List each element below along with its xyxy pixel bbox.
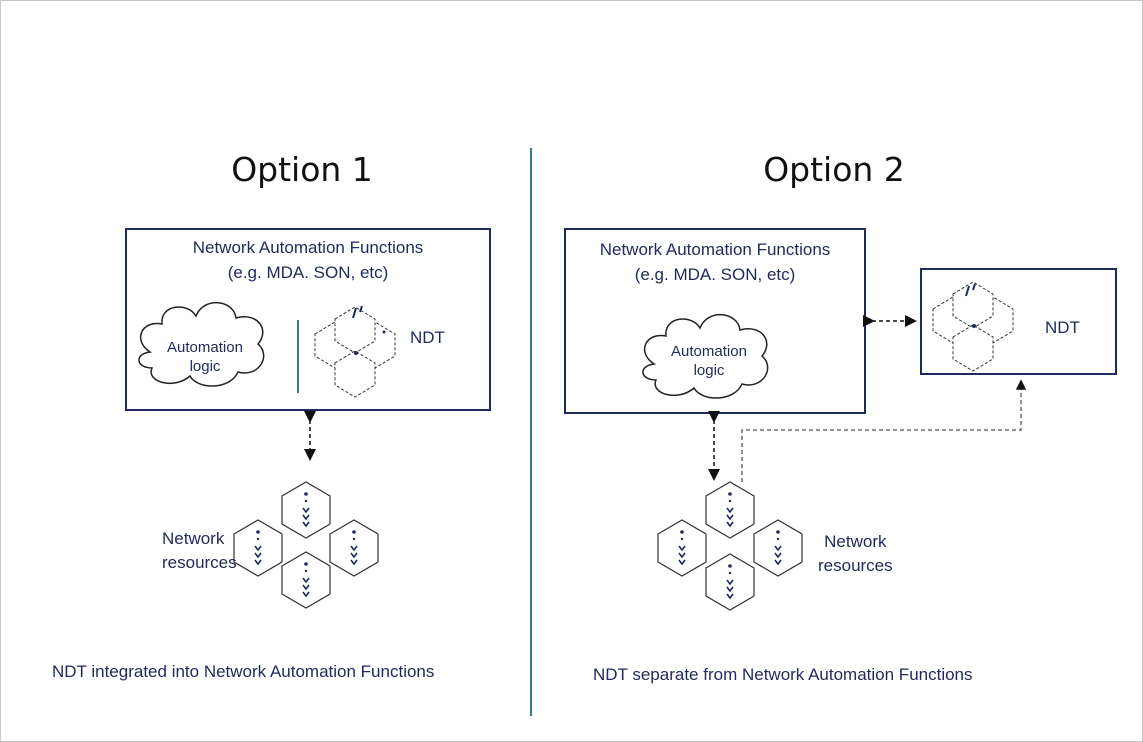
option2-functions-box: Network Automation Functions (e.g. MDA. … bbox=[564, 228, 866, 414]
option1-functions-title: Network Automation Functions bbox=[192, 238, 424, 257]
option1-cloud-line2: logic bbox=[189, 358, 221, 375]
option1-ndt-label: NDT bbox=[410, 328, 445, 347]
option2-ndt-label: NDT bbox=[1045, 318, 1080, 337]
option1-cloud-line1: Automation bbox=[167, 339, 243, 356]
option2-functions-subtitle: (e.g. MDA. SON, etc) bbox=[634, 265, 796, 284]
option2-title: Option 2 bbox=[763, 150, 905, 189]
option2-ndt-box bbox=[920, 268, 1117, 375]
column-divider bbox=[530, 148, 532, 716]
option2-cloud-line1: Automation bbox=[671, 343, 747, 360]
option1-cloud-label: Automation logic bbox=[150, 338, 260, 376]
option2-cloud-line2: logic bbox=[693, 362, 725, 379]
option1-resources-line2: resources bbox=[162, 553, 237, 572]
option2-cloud-label: Automation logic bbox=[654, 342, 764, 380]
option1-functions-subtitle: (e.g. MDA. SON, etc) bbox=[227, 263, 389, 282]
option1-resources-label: Network resources bbox=[162, 527, 237, 575]
option2-functions-title: Network Automation Functions bbox=[599, 240, 831, 259]
option1-caption: NDT integrated into Network Automation F… bbox=[52, 662, 435, 681]
option1-title: Option 1 bbox=[231, 150, 373, 189]
option2-resources-label: Network resources bbox=[818, 530, 893, 578]
option2-resources-line1: Network bbox=[824, 532, 887, 551]
option1-functions-box: Network Automation Functions (e.g. MDA. … bbox=[125, 228, 491, 411]
option2-resources-line2: resources bbox=[818, 556, 893, 575]
option1-resources-line1: Network bbox=[162, 529, 225, 548]
option2-caption: NDT separate from Network Automation Fun… bbox=[593, 665, 973, 684]
